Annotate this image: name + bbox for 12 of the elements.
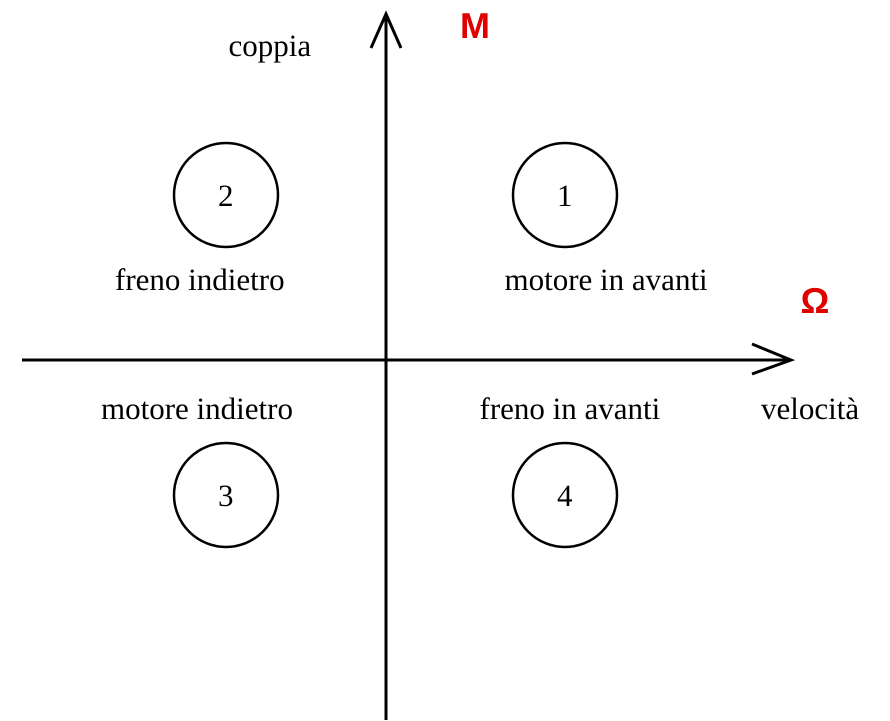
quadrant-number: 3 (218, 480, 234, 510)
quadrant-caption: freno indietro (115, 264, 285, 295)
axis-symbol: Ω (800, 283, 830, 319)
axis-label: coppia (228, 30, 312, 61)
axis-symbol: M (460, 8, 490, 44)
quadrant-number: 2 (218, 180, 234, 210)
quadrant-caption: freno in avanti (480, 393, 660, 424)
axis-label: velocità (761, 393, 860, 424)
quadrant-number: 4 (557, 480, 572, 510)
quadrant-caption: motore indietro (101, 393, 293, 424)
quadrant-number: 1 (557, 180, 572, 210)
quadrant-caption: motore in avanti (504, 264, 708, 295)
